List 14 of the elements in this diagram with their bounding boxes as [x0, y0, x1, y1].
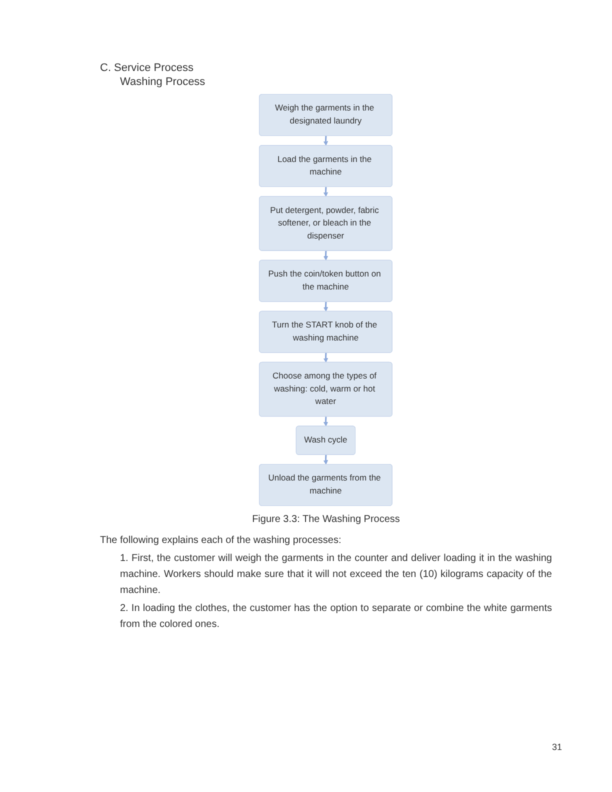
section-heading: C. Service Process: [100, 62, 195, 74]
list-item: 1. First, the customer will weigh the garments in the counter and deliver loading it in the washing machine. Workers should make sure that it will not exceed the ten (10) kilograms capacity of the machine.: [119, 552, 552, 598]
list-item: 2. In loading the clothes, the customer has the option to separate or combine the white garments from the colored ones.: [119, 602, 552, 632]
paragraph: The following explains each of the washing processes:: [100, 534, 342, 548]
arrow: [324, 352, 328, 363]
subsection-heading: Washing Process: [119, 76, 206, 88]
page-number: 31: [552, 742, 562, 752]
arrow: [324, 302, 328, 312]
arrow: [324, 454, 328, 465]
arrow: [324, 416, 328, 426]
arrow: [324, 250, 328, 261]
figure-caption: Figure 3.3: The Washing Process: [251, 514, 401, 525]
arrow: [324, 136, 328, 146]
arrow: [324, 186, 328, 197]
